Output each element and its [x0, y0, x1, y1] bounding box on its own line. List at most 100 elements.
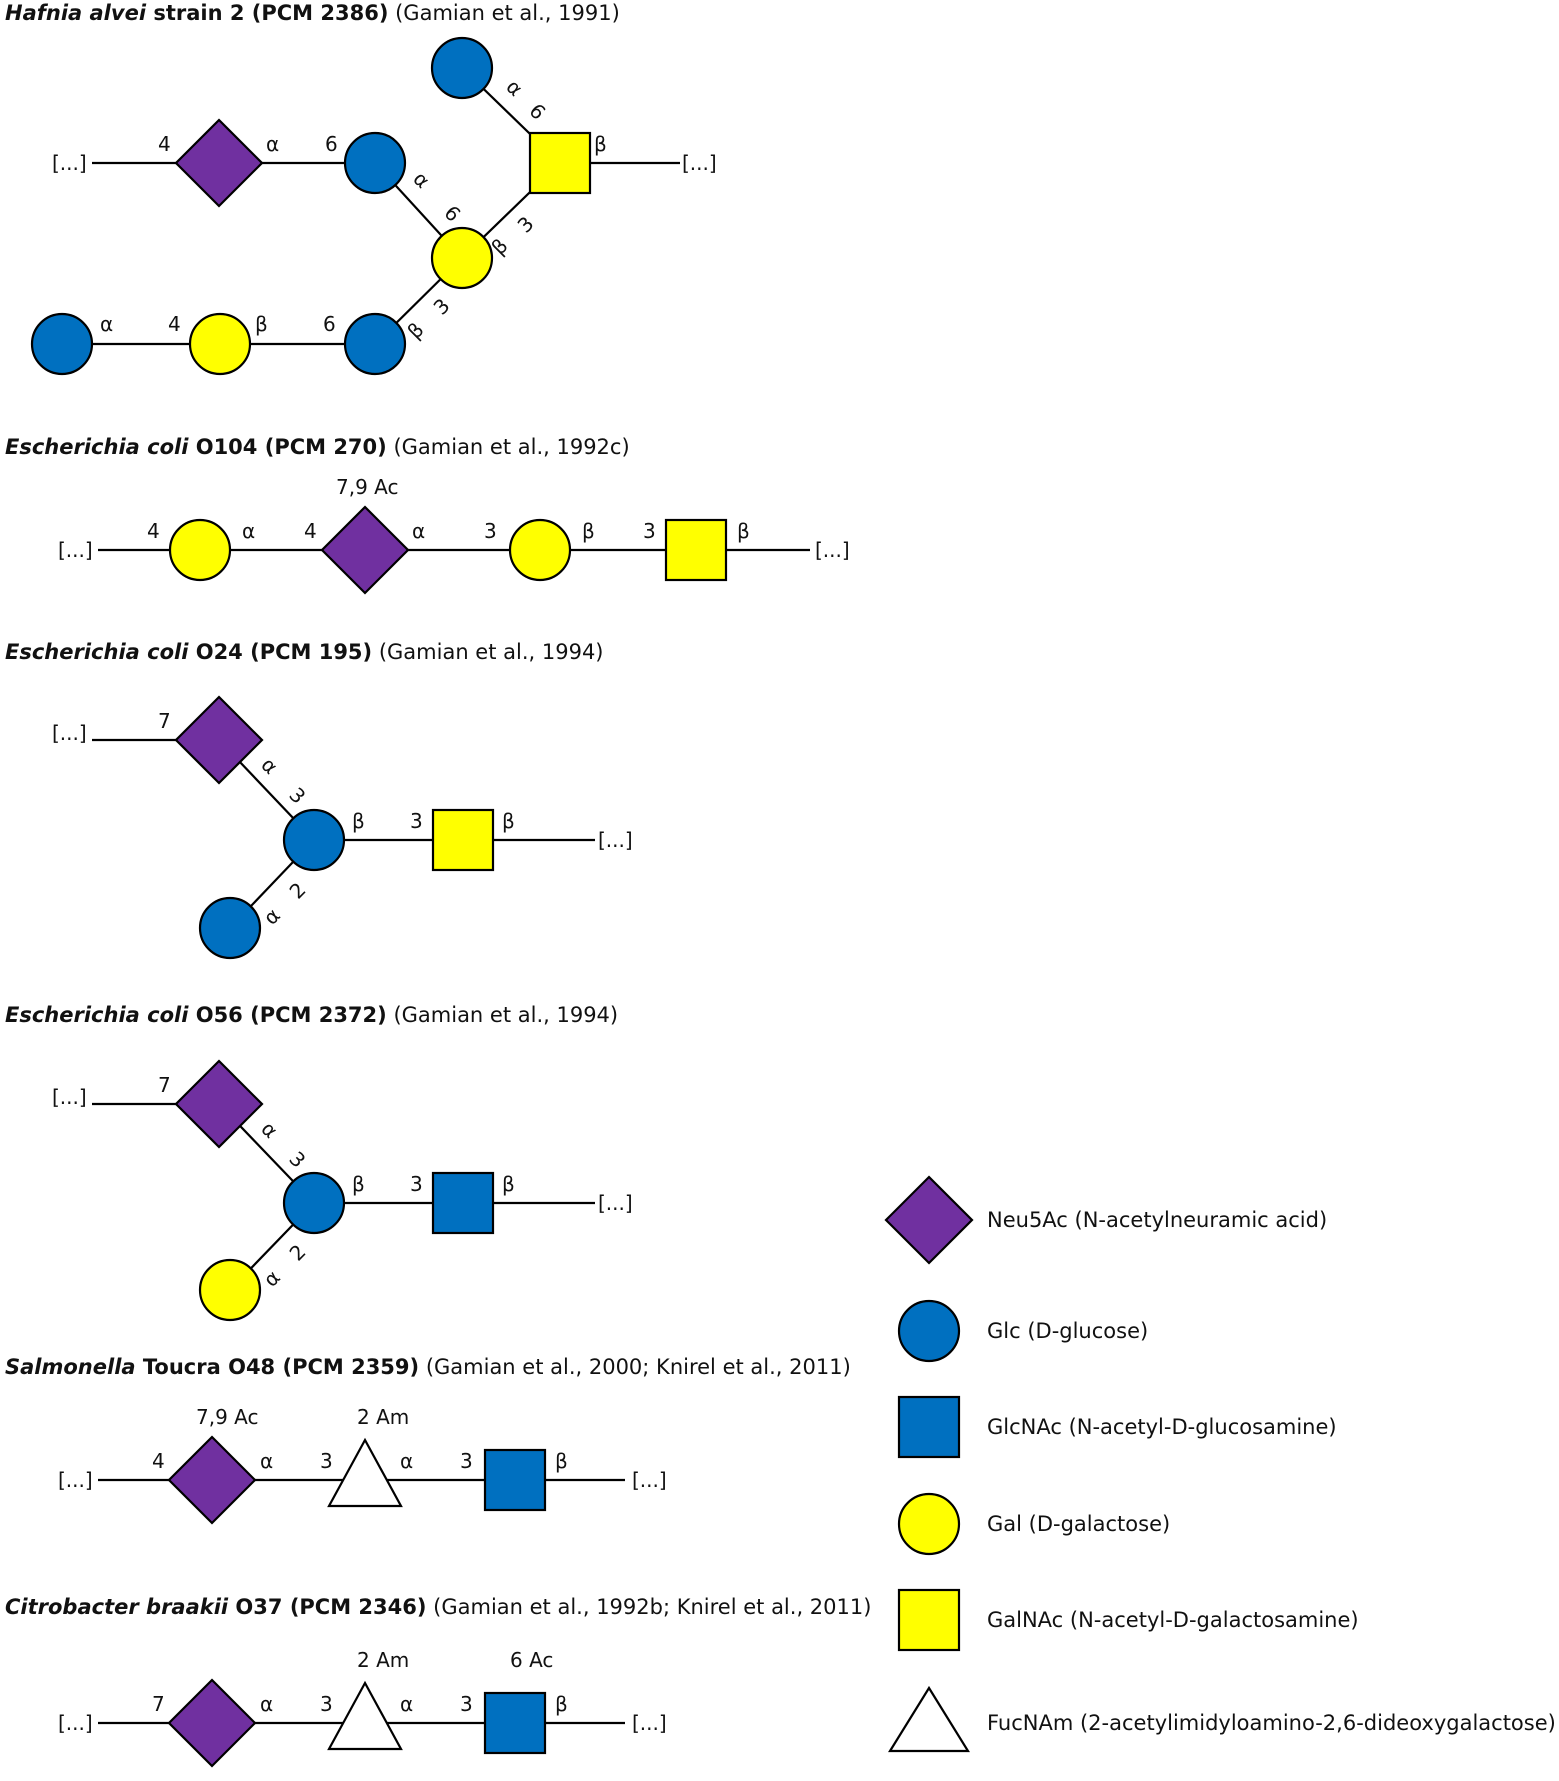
linkage-position: 4 — [147, 519, 160, 543]
glc-circle — [198, 896, 262, 960]
gal-circle — [430, 226, 494, 290]
legend-label: GlcNAc (N-acetyl-D-glucosamine) — [987, 1415, 1337, 1439]
linkage-position: 3 — [460, 1449, 473, 1473]
anomeric-label: β — [555, 1449, 568, 1473]
structure-hafnia-alvei: Hafnia alvei strain 2 (PCM 2386) (Gamian… — [5, 1, 717, 376]
linkage-position: 6 — [323, 312, 336, 336]
glc-circle — [343, 131, 407, 195]
gal-circle — [198, 1258, 262, 1322]
structure-title: Escherichia coli O104 (PCM 270) (Gamian … — [5, 435, 630, 459]
glc-circle — [282, 1171, 346, 1235]
linkage-position: 3 — [284, 1147, 310, 1173]
anomeric-label: α — [100, 312, 113, 336]
ellipsis-right: [...] — [598, 1191, 633, 1215]
neu5ac-diamond — [320, 505, 410, 595]
anomeric-label: α — [400, 1692, 413, 1716]
glcnac-square — [483, 1448, 547, 1512]
ellipsis-right: [...] — [632, 1468, 667, 1492]
linkage-position: 3 — [643, 519, 656, 543]
anomeric-label: α — [501, 75, 527, 101]
linkage-position: 3 — [320, 1449, 333, 1473]
ellipsis-left: [...] — [58, 1468, 93, 1492]
ellipsis-right: [...] — [598, 828, 633, 852]
anomeric-label: α — [260, 1692, 273, 1716]
galnac-square — [528, 131, 592, 195]
legend-neu5ac-diamond — [884, 1175, 974, 1265]
linkage-position: 6 — [439, 201, 465, 227]
modification-label: 6 Ac — [510, 1648, 553, 1672]
neu5ac-diamond — [174, 1059, 264, 1149]
structure-title: Citrobacter braakii O37 (PCM 2346) (Gami… — [5, 1595, 871, 1619]
linkage-position: 6 — [325, 132, 338, 156]
legend-glc-circle — [897, 1299, 961, 1363]
anomeric-label: β — [502, 809, 515, 833]
linkage-position: 4 — [152, 1449, 165, 1473]
ellipsis-left: [...] — [58, 1711, 93, 1735]
neu5ac-diamond — [167, 1678, 257, 1768]
linkage-position: 4 — [304, 519, 317, 543]
linkage-position: 7 — [158, 1073, 171, 1097]
modification-label: 2 Am — [357, 1405, 409, 1429]
structure-salmonella-toucra-o48: Salmonella Toucra O48 (PCM 2359) (Gamian… — [5, 1355, 851, 1525]
gal-circle — [168, 518, 232, 582]
linkage-position: 3 — [284, 783, 310, 809]
anomeric-label: α — [256, 753, 282, 779]
linkage-position: 4 — [158, 132, 171, 156]
fucnam-triangle — [327, 1437, 403, 1508]
anomeric-label: β — [255, 312, 268, 336]
fucnam-triangle — [327, 1680, 403, 1751]
structure-title: Hafnia alvei strain 2 (PCM 2386) (Gamian… — [5, 1, 620, 25]
gal-circle — [508, 518, 572, 582]
ellipsis-left: [...] — [52, 1085, 87, 1109]
linkage-position: 7 — [158, 709, 171, 733]
neu5ac-diamond — [174, 695, 264, 785]
anomeric-label: β — [582, 519, 595, 543]
anomeric-label: α — [408, 167, 434, 193]
anomeric-label: α — [242, 519, 255, 543]
glc-circle — [343, 312, 407, 376]
legend-label: Neu5Ac (N-acetylneuramic acid) — [987, 1208, 1327, 1232]
linkage-position: 6 — [524, 99, 550, 125]
legend-glcnac-square — [897, 1395, 961, 1459]
ellipsis-left: [...] — [52, 721, 87, 745]
anomeric-label: α — [400, 1449, 413, 1473]
gal-circle — [188, 312, 252, 376]
legend: Neu5Ac (N-acetylneuramic acid) Glc (D-gl… — [884, 1175, 1556, 1753]
linkage-position: 3 — [513, 212, 539, 238]
linkage-position: 3 — [410, 809, 423, 833]
ellipsis-right: [...] — [682, 151, 717, 175]
legend-fucnam-triangle — [888, 1685, 970, 1753]
legend-label: GalNAc (N-acetyl-D-galactosamine) — [987, 1608, 1359, 1632]
anomeric-label: β — [555, 1692, 568, 1716]
structure-e-coli-o24: Escherichia coli O24 (PCM 195) (Gamian e… — [5, 640, 633, 960]
neu5ac-diamond — [167, 1435, 257, 1525]
linkage-position: 3 — [320, 1692, 333, 1716]
anomeric-label: α — [260, 1449, 273, 1473]
glcnac-square — [483, 1691, 547, 1755]
neu5ac-diamond — [174, 118, 264, 208]
structure-title: Escherichia coli O56 (PCM 2372) (Gamian … — [5, 1003, 618, 1027]
legend-label: Glc (D-glucose) — [987, 1319, 1148, 1343]
structure-e-coli-o104: Escherichia coli O104 (PCM 270) (Gamian … — [5, 435, 850, 595]
anomeric-label: α — [259, 1265, 285, 1291]
linkage-position: 3 — [429, 294, 455, 320]
glcnac-square — [431, 1171, 495, 1235]
linkage-position: 3 — [460, 1692, 473, 1716]
linkage-position: 3 — [410, 1172, 423, 1196]
ellipsis-right: [...] — [632, 1711, 667, 1735]
galnac-square — [664, 518, 728, 582]
galnac-square — [431, 808, 495, 872]
glc-circle — [430, 36, 494, 100]
anomeric-label: β — [352, 1172, 365, 1196]
structure-citrobacter-braakii-o37: Citrobacter braakii O37 (PCM 2346) (Gami… — [5, 1595, 871, 1768]
anomeric-label: β — [737, 519, 750, 543]
ellipsis-left: [...] — [58, 538, 93, 562]
anomeric-label: β — [352, 809, 365, 833]
linkage-position: 2 — [285, 878, 311, 904]
anomeric-label: β — [403, 318, 429, 344]
anomeric-label: β — [594, 132, 607, 156]
anomeric-label: α — [259, 903, 285, 929]
glc-circle — [30, 312, 94, 376]
anomeric-label: β — [502, 1172, 515, 1196]
